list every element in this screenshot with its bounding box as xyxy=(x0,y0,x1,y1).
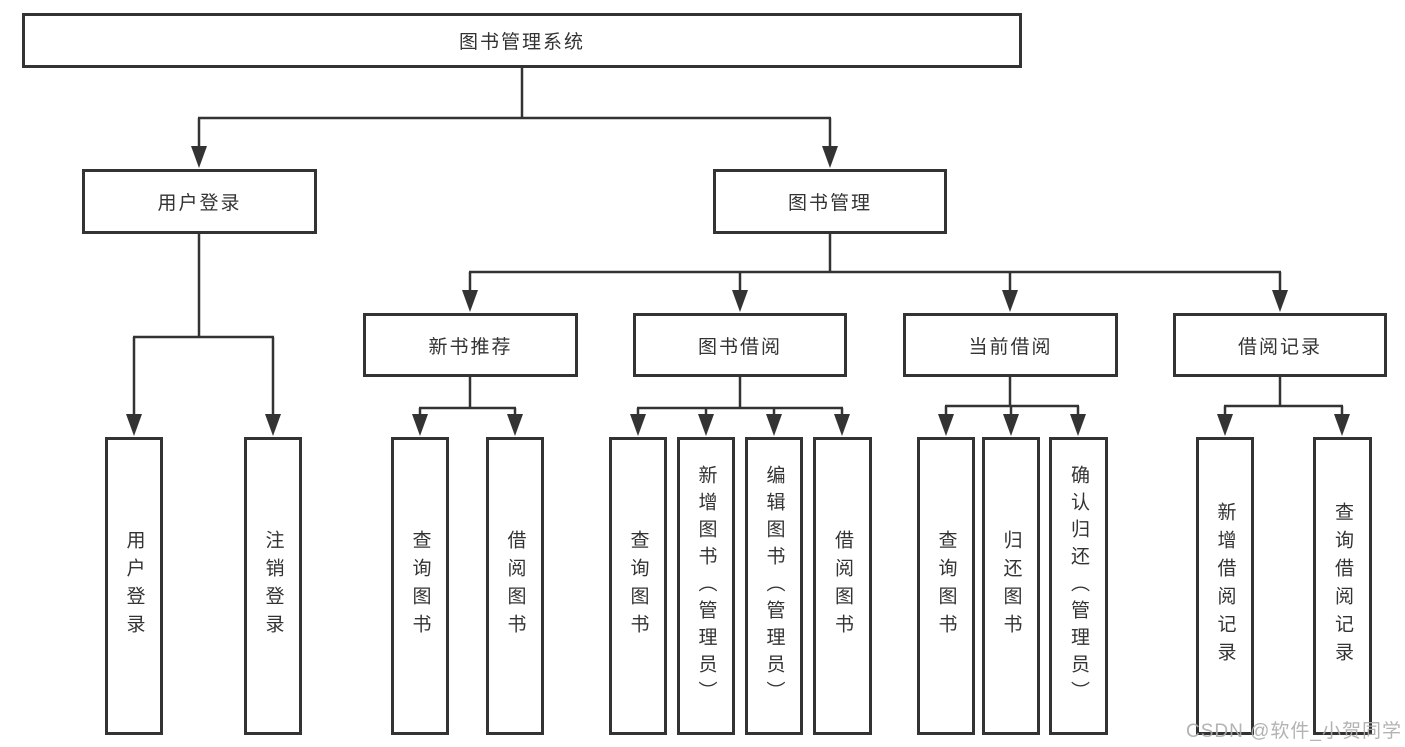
leaf-return-books: 归还图书 xyxy=(982,437,1040,735)
arrowheads xyxy=(126,146,1350,436)
node-label: 借阅记录 xyxy=(1237,336,1322,358)
leaf-label: 新增借阅记录 xyxy=(1214,502,1236,670)
leaf-query-books-borrow: 查询图书 xyxy=(609,437,667,735)
leaf-confirm-return-admin: 确认归还（管理员） xyxy=(1049,437,1108,735)
leaf-borrow-books-recommend: 借阅图书 xyxy=(486,437,544,735)
node-label: 图书管理系统 xyxy=(458,32,585,53)
leaf-logout: 注销登录 xyxy=(244,437,302,735)
leaf-label: 借阅图书 xyxy=(504,530,526,642)
node-label: 图书借阅 xyxy=(697,336,782,358)
leaf-label: 借阅图书 xyxy=(832,530,853,642)
node-label: 当前借阅 xyxy=(968,336,1053,358)
node-user-login: 用户登录 xyxy=(82,169,317,234)
leaf-label: 注销登录 xyxy=(262,530,284,642)
leaf-label: 归还图书 xyxy=(1000,530,1022,642)
leaf-label: 查询图书 xyxy=(935,530,957,642)
leaf-query-borrow-record: 查询借阅记录 xyxy=(1313,437,1372,735)
leaf-user-login: 用户登录 xyxy=(105,437,163,735)
node-book-management: 图书管理 xyxy=(713,169,947,234)
node-library-management-system: 图书管理系统 xyxy=(22,13,1022,68)
csdn-watermark: CSDN @软件_小贺同学 xyxy=(1186,721,1402,742)
node-label: 新书推荐 xyxy=(428,336,513,358)
leaf-label: 确认归还（管理员） xyxy=(1068,464,1089,708)
leaf-label: 编辑图书（管理员） xyxy=(763,464,785,708)
leaf-add-borrow-record: 新增借阅记录 xyxy=(1196,437,1254,735)
leaf-borrow-books: 借阅图书 xyxy=(813,437,872,735)
node-label: 图书管理 xyxy=(787,193,872,214)
node-new-book-recommend: 新书推荐 xyxy=(363,313,578,377)
leaf-label: 新增图书（管理员） xyxy=(695,464,717,708)
node-label: 用户登录 xyxy=(157,193,242,214)
leaf-label: 用户登录 xyxy=(123,530,145,642)
leaf-label: 查询图书 xyxy=(627,530,649,642)
leaf-label: 查询图书 xyxy=(409,530,431,642)
leaf-edit-books-admin: 编辑图书（管理员） xyxy=(745,437,803,735)
leaf-label: 查询借阅记录 xyxy=(1332,502,1353,670)
leaf-add-books-admin: 新增图书（管理员） xyxy=(677,437,735,735)
node-borrowing-records: 借阅记录 xyxy=(1173,313,1387,377)
node-book-borrowing: 图书借阅 xyxy=(633,313,847,377)
leaf-query-books-current: 查询图书 xyxy=(917,437,975,735)
leaf-query-books-recommend: 查询图书 xyxy=(391,437,449,735)
node-current-borrowing: 当前借阅 xyxy=(903,313,1118,377)
